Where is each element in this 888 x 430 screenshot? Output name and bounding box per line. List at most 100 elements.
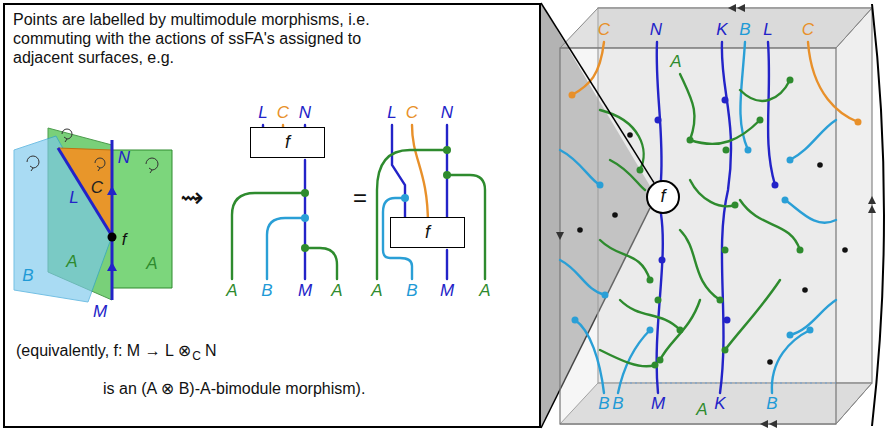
unit-dot	[577, 132, 848, 365]
cube-wire	[680, 230, 720, 300]
action-dot	[602, 292, 609, 299]
string-diagram	[392, 125, 405, 225]
wire-label: K	[714, 394, 725, 414]
unit-dot	[577, 227, 583, 233]
cube-wire	[790, 120, 836, 160]
wire-label: C	[91, 178, 103, 198]
action-dot	[687, 137, 694, 144]
cube-wire	[560, 150, 600, 185]
action-dot	[301, 244, 309, 252]
morphism-label: f	[285, 132, 290, 154]
cube-frame	[620, 383, 836, 384]
cube-wire	[600, 110, 644, 170]
wire-label: L	[258, 103, 267, 123]
wire-label: L	[69, 188, 78, 208]
string-diagram	[412, 125, 428, 225]
note-text: is an (A ⊗ B)-A-bimodule morphism).	[103, 380, 365, 398]
action-dot	[723, 147, 730, 154]
action-dot	[301, 214, 309, 222]
action-dot	[647, 327, 654, 334]
action-dot	[722, 247, 729, 254]
cube-wire	[575, 320, 604, 393]
surface-illustration	[58, 148, 112, 236]
wire-label: N	[650, 20, 662, 40]
action-dot	[659, 257, 666, 264]
wire-label: C	[802, 20, 814, 40]
point-label: f	[122, 230, 127, 250]
action-dot	[569, 92, 862, 126]
cube-wire	[560, 42, 858, 393]
string-diagram	[377, 150, 447, 279]
string-diagram	[305, 248, 337, 279]
surface-illustration	[30, 166, 33, 171]
cube-frame	[560, 48, 836, 424]
cube-frame	[560, 8, 872, 48]
surface-illustration	[58, 148, 112, 236]
action-dot	[745, 147, 752, 154]
action-dot	[637, 167, 644, 174]
bracket	[872, 4, 884, 426]
wire-label: B	[406, 281, 417, 301]
wire-label: C	[406, 103, 418, 123]
bracket	[872, 4, 884, 426]
wire-label: B	[739, 20, 750, 40]
cube-wire	[572, 42, 604, 95]
surface-illustration	[27, 129, 158, 173]
unit-dot	[627, 132, 633, 138]
example-panel: Points are labelled by multimodule morph…	[3, 3, 541, 428]
action-dot	[572, 317, 579, 324]
surface-illustration	[62, 129, 72, 139]
wire-label: B	[612, 394, 623, 414]
action-dot	[652, 362, 659, 369]
wire-label: A	[371, 281, 382, 301]
cube-wire	[740, 80, 790, 101]
surface-illustration	[149, 168, 152, 173]
surface-illustration	[111, 140, 114, 300]
cube-wire	[560, 260, 605, 295]
action-dot	[782, 197, 789, 204]
cube-wire	[772, 330, 810, 393]
surface-illustration	[112, 150, 172, 288]
edge-arrow	[760, 420, 777, 428]
surface-illustration	[95, 158, 105, 168]
wire-label: B	[598, 394, 609, 414]
wire-label: B	[261, 281, 272, 301]
leads-to-symbol: ⇝	[180, 182, 203, 214]
action-dot	[717, 297, 724, 304]
surface-illustration	[14, 128, 172, 302]
cube-wire	[768, 42, 775, 185]
action-dot	[301, 189, 309, 252]
wire-label: B	[22, 266, 33, 286]
action-dot	[443, 146, 451, 154]
edge-arrow	[868, 196, 876, 213]
wire-label: N	[441, 103, 453, 123]
cube-wire	[720, 42, 731, 393]
wire-label: A	[226, 281, 237, 301]
note-text: N	[205, 342, 217, 360]
action-dot	[572, 147, 814, 339]
string-diagram	[446, 250, 448, 279]
cube-frame	[836, 383, 872, 424]
action-dot	[787, 332, 794, 339]
action-dot	[787, 77, 794, 84]
wire-label: N	[118, 148, 130, 168]
cube-frame	[560, 8, 872, 424]
action-dot	[787, 157, 794, 164]
cube-wire	[600, 240, 650, 280]
morphism-box: f	[250, 127, 325, 158]
action-dot	[655, 117, 662, 124]
wire-label: C	[598, 20, 610, 40]
point-circle: f	[646, 180, 680, 214]
wire-label: A	[479, 281, 490, 301]
cube-wire	[610, 160, 645, 190]
unit-dot	[817, 162, 823, 168]
wire-label: A	[696, 400, 707, 420]
intro-text: Points are labelled by multimodule morph…	[5, 5, 426, 73]
note-text: C	[192, 350, 201, 364]
cube-wire	[690, 120, 760, 144]
surface-illustration	[107, 186, 117, 271]
morphism-label: f	[660, 186, 665, 208]
cube-wire	[600, 350, 655, 366]
cube-wire	[785, 200, 836, 223]
